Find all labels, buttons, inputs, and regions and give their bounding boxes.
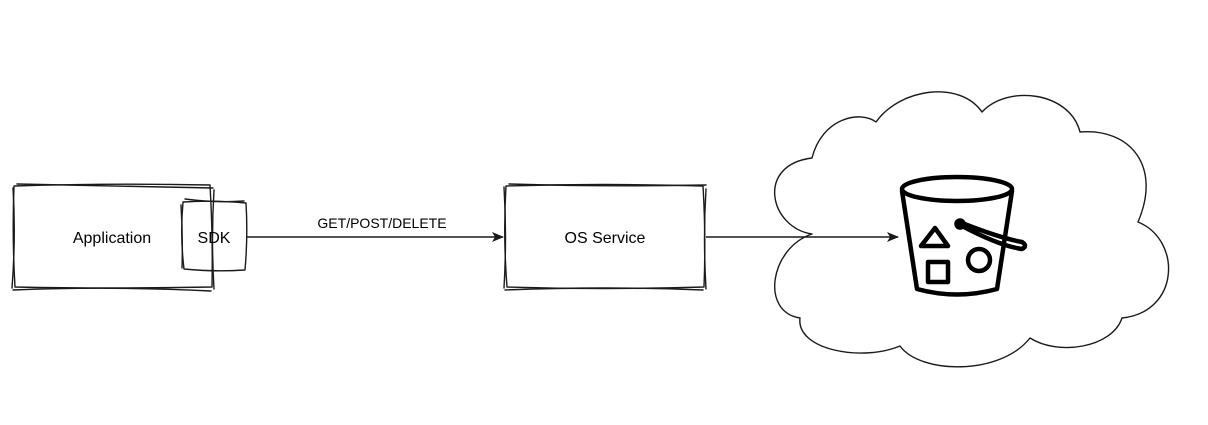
application-box	[12, 183, 213, 289]
os-service-box-outline-2	[503, 183, 707, 291]
sdk-box-outline-2	[180, 198, 245, 269]
cloud-node[interactable]	[773, 91, 1170, 368]
application-box-outline-2	[11, 183, 215, 292]
edge-sdk-to-os-service: GET/POST/DELETE	[247, 215, 504, 242]
cloud-shape	[773, 91, 1170, 368]
object-storage-bucket-icon	[899, 174, 1028, 297]
os-service-box	[504, 183, 706, 290]
application-label: Application	[73, 230, 151, 247]
sdk-node[interactable]: SDK	[180, 198, 248, 272]
os-service-node[interactable]: OS Service	[503, 183, 707, 291]
os-service-label: OS Service	[565, 230, 646, 247]
sdk-label: SDK	[198, 230, 231, 247]
edge-sdk-to-os-service-label: GET/POST/DELETE	[317, 215, 446, 231]
application-node[interactable]: Application	[11, 183, 215, 292]
